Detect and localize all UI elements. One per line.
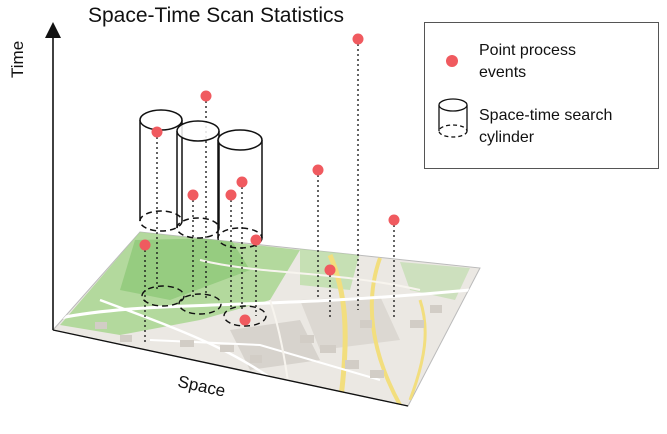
event-point bbox=[352, 33, 364, 45]
event-legend-label-line2: events bbox=[479, 64, 527, 81]
footprint-ellipse bbox=[178, 293, 222, 315]
cylinder-footprints bbox=[141, 285, 267, 327]
event-point bbox=[187, 189, 199, 201]
event-legend-icon bbox=[446, 55, 458, 67]
event-point bbox=[239, 314, 251, 326]
time-axis-label: Time bbox=[8, 40, 27, 78]
event-legend-label-line1: Point process bbox=[479, 42, 576, 59]
projection-lines bbox=[144, 39, 395, 343]
space-axis bbox=[52, 329, 409, 407]
event-point bbox=[324, 264, 336, 276]
footprint-ellipse bbox=[223, 305, 267, 327]
footprint-ellipse bbox=[141, 285, 185, 307]
search-cylinder bbox=[139, 109, 183, 232]
legend-symbols bbox=[438, 55, 468, 138]
events bbox=[139, 33, 400, 326]
event-point bbox=[151, 126, 163, 138]
cylinder-legend-label-line2: cylinder bbox=[479, 129, 535, 146]
event-point bbox=[200, 90, 212, 102]
event-point bbox=[236, 176, 248, 188]
map-plane bbox=[52, 231, 481, 407]
event-point bbox=[312, 164, 324, 176]
diagram-title: Space-Time Scan Statistics bbox=[88, 4, 344, 27]
search-cylinders bbox=[139, 109, 263, 249]
event-point bbox=[225, 189, 237, 201]
cylinder-legend-label-line1: Space-time search bbox=[479, 107, 613, 124]
event-point bbox=[388, 214, 400, 226]
search-cylinder bbox=[176, 120, 220, 239]
event-point bbox=[139, 239, 151, 251]
search-cylinder bbox=[217, 129, 263, 249]
legend: Point process events Space-time search c… bbox=[424, 22, 659, 169]
cylinder-legend-icon bbox=[438, 98, 468, 138]
event-point bbox=[250, 234, 262, 246]
